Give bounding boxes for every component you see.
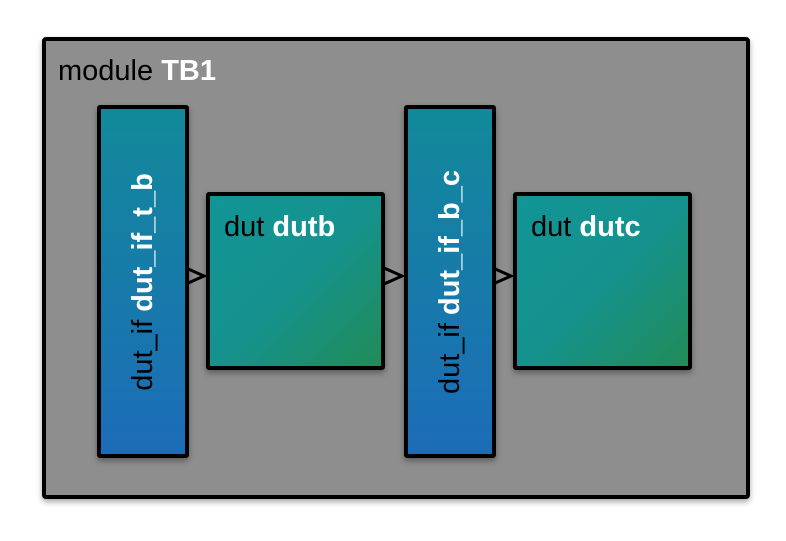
connector-arrow-icon: [185, 266, 208, 286]
dut-label: dut dutc: [531, 210, 641, 244]
interface-dut-if-b-c[interactable]: dut_if dut_if_b_c: [404, 105, 496, 458]
module-keyword: module: [58, 55, 154, 87]
interface-keyword: dut_if: [127, 319, 159, 391]
dut-name: dutc: [579, 211, 641, 243]
dut-label: dut dutb: [224, 210, 335, 244]
interface-dut-if-t-b[interactable]: dut_if dut_if_t_b: [97, 105, 189, 458]
interface-label: dut_if dut_if_b_c: [433, 169, 467, 393]
dut-keyword: dut: [224, 211, 265, 243]
module-label: module TB1: [58, 52, 216, 90]
dut-name: dutb: [272, 211, 336, 243]
interface-name: dut_if_b_c: [434, 169, 466, 315]
dut-dutc[interactable]: dut dutc: [513, 192, 692, 370]
interface-label: dut_if dut_if_t_b: [126, 173, 160, 391]
connector-arrow-icon: [383, 266, 406, 286]
connector-arrow-icon: [492, 266, 515, 286]
interface-keyword: dut_if: [434, 322, 466, 394]
dut-dutb[interactable]: dut dutb: [206, 192, 385, 370]
interface-name: dut_if_t_b: [127, 172, 159, 312]
module-name: TB1: [161, 55, 216, 87]
dut-keyword: dut: [531, 211, 572, 243]
